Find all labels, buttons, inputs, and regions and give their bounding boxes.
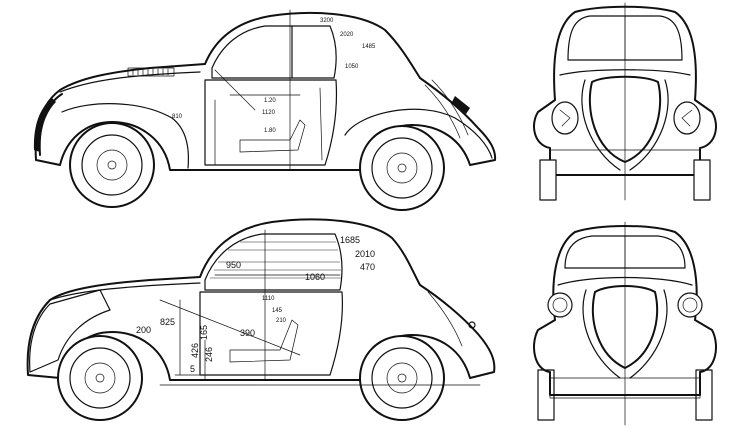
dim-label: 1.80 <box>264 128 276 134</box>
dim-diagonal <box>159 299 301 356</box>
rear-louver-2 <box>431 79 469 136</box>
body-outline <box>34 11 497 171</box>
hood-line <box>59 71 201 93</box>
window-hatching <box>210 241 341 279</box>
front-wheel-bottom <box>57 335 143 421</box>
steering-column <box>214 69 256 111</box>
side-window <box>211 25 337 79</box>
door-line <box>319 87 323 161</box>
grille-surround-left <box>582 289 621 379</box>
lamp-left-inner <box>552 297 568 313</box>
hood-line <box>49 282 201 301</box>
rear-louver <box>427 291 463 347</box>
headlight-right <box>673 101 701 135</box>
hood-vent <box>127 67 175 77</box>
dim-label: 1685 <box>340 235 360 245</box>
front-wheel-top <box>69 122 155 208</box>
rear-wheel-top <box>359 125 445 211</box>
dim-label: 390 <box>240 328 255 338</box>
rear-grille <box>591 285 659 369</box>
grille-surround-right <box>629 79 669 171</box>
tail-light <box>452 96 470 114</box>
grille-surround-right <box>629 289 668 379</box>
rear-right-tyre <box>695 369 713 421</box>
side-view-top: 3200 2020 1485 1050 810 1120 1.20 1.80 <box>33 9 497 211</box>
grille-surround-left <box>581 79 621 171</box>
dim-label: 3200 <box>320 18 334 24</box>
hood-vent-slats <box>132 68 169 76</box>
door-outline <box>204 79 337 166</box>
dim-label: 426 <box>190 343 200 358</box>
dim-label: 1485 <box>362 44 376 50</box>
front-view <box>533 2 717 201</box>
rear-wheel-bottom <box>359 335 445 421</box>
dim-label: 246 <box>204 347 214 362</box>
dim-label: 2010 <box>355 249 375 259</box>
dim-label: 145 <box>272 308 283 314</box>
dim-label: 470 <box>360 262 375 272</box>
dim-label: 1.20 <box>264 98 276 104</box>
dim-label: 200 <box>136 325 151 335</box>
rear-fender <box>344 108 493 159</box>
dim-label: 2020 <box>340 32 354 38</box>
side-view-bottom: 1685 2010 470 950 1060 1110 825 200 165 … <box>26 218 496 421</box>
lamp-right <box>677 292 703 318</box>
front-fender <box>61 103 190 169</box>
front-left-tyre <box>539 159 557 201</box>
dim-label: 810 <box>172 114 183 120</box>
front-bumper-shadow <box>33 98 56 152</box>
dim-label: 1120 <box>262 110 276 116</box>
dim-label: 1050 <box>345 64 359 70</box>
seat-front <box>229 319 299 363</box>
body-outline <box>26 218 496 381</box>
headlight-left <box>551 101 579 135</box>
front-grille <box>588 75 662 163</box>
front-right-tyre <box>693 159 711 201</box>
rear-louver-1 <box>424 84 461 139</box>
dim-label: 210 <box>276 318 287 324</box>
rear-handle <box>468 321 476 329</box>
lamp-right-inner <box>682 297 698 313</box>
rear-left-tyre <box>537 369 555 421</box>
dim-label: 5 <box>190 364 195 374</box>
dim-label: 165 <box>199 325 209 340</box>
lamp-left <box>547 292 573 318</box>
dim-label: 950 <box>226 260 241 270</box>
dim-label: 1060 <box>305 272 325 282</box>
front-hatch-panel <box>29 289 111 373</box>
rear-view <box>533 221 717 426</box>
dim-label: 1110 <box>262 296 275 302</box>
dim-label: 825 <box>160 317 175 327</box>
